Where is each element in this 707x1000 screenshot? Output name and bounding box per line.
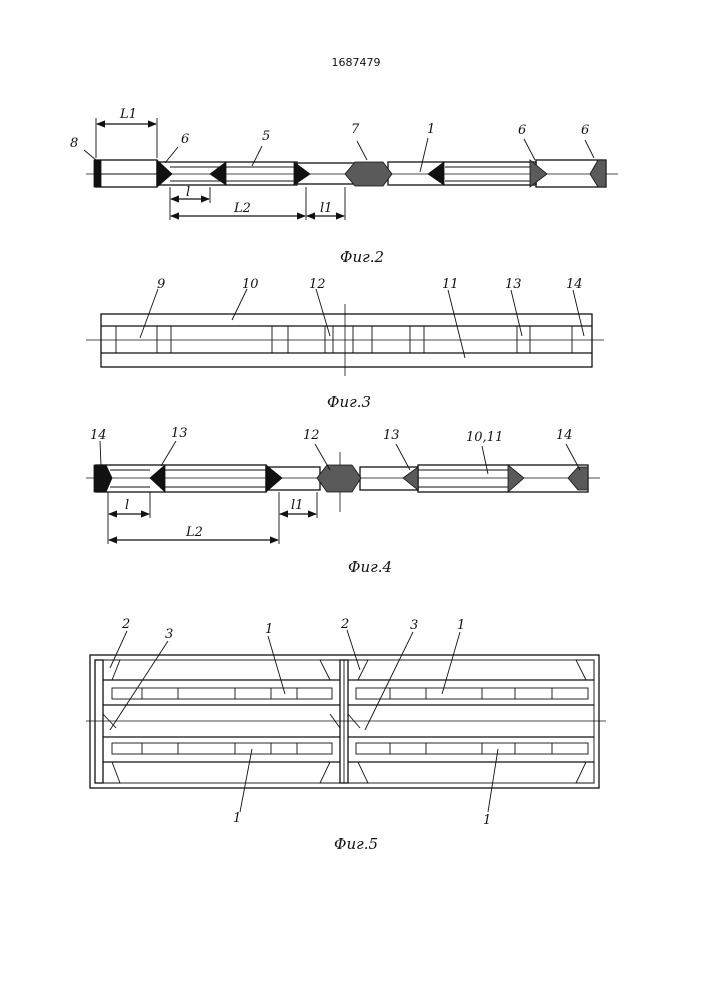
fig2-end-block-8 — [94, 160, 101, 187]
fig2-strip-segment-b — [157, 162, 297, 185]
fig2-dim-label-l1: l1 — [320, 201, 332, 216]
fig5-label-1a: 1 — [265, 622, 273, 637]
fig2-label-L1: L1 — [119, 107, 137, 122]
figure-4: 14 13 12 13 10,11 14 l L2 l1 Фиг.4 — [86, 426, 600, 576]
fig2-diamond-7 — [345, 162, 392, 186]
fig2-label-6b: 6 — [518, 123, 526, 138]
fig2-label-6c: 6 — [581, 123, 589, 138]
fig2-label-7: 7 — [351, 122, 360, 137]
fig2-label-5: 5 — [262, 129, 270, 144]
fig3-label-10: 10 — [242, 277, 259, 292]
fig5-label-1c: 1 — [233, 811, 241, 826]
fig4-wedge-mid — [508, 465, 524, 492]
fig2-wedge-6 — [157, 160, 172, 187]
fig5-outer-frame — [90, 655, 599, 788]
fig2-wedge-5 — [294, 162, 310, 185]
fig5-label-3a: 3 — [165, 627, 173, 642]
fig5-bar-top-right — [356, 688, 588, 699]
figure-2: 8 L1 6 5 7 1 6 6 l L2 l1 Фиг.2 — [70, 107, 618, 266]
fig4-wedge-14a — [94, 465, 112, 492]
fig2-dim-label-L2: L2 — [233, 201, 251, 216]
fig3-caption: Фиг.3 — [327, 393, 371, 411]
fig5-bar-top-left — [112, 688, 332, 699]
fig4-label-1011: 10,11 — [466, 430, 503, 445]
fig2-end-6c — [590, 160, 606, 187]
fig2-label-1: 1 — [427, 122, 435, 137]
fig5-bar-bottom-left — [112, 743, 332, 754]
fig4-end-14b — [568, 467, 588, 490]
fig3-label-11: 11 — [442, 277, 459, 292]
fig2-caption: Фиг.2 — [340, 248, 384, 266]
fig4-caption: Фиг.4 — [348, 558, 392, 576]
fig4-wedge-right — [266, 465, 282, 492]
fig2-label-8: 8 — [70, 136, 78, 151]
fig5-holder-right — [576, 660, 594, 680]
fig4-label-13a: 13 — [171, 426, 188, 441]
fig2-strip-segment-d — [388, 162, 536, 185]
fig2-label-6a: 6 — [181, 132, 189, 147]
figure-5: 2 3 1 2 3 1 1 1 Фиг.5 — [86, 617, 606, 853]
fig4-wedge-13b — [403, 467, 418, 490]
fig5-label-2a: 2 — [121, 617, 130, 632]
fig3-label-13: 13 — [505, 277, 522, 292]
fig2-dim-label-l: l — [186, 185, 190, 200]
fig5-bar-bottom-right — [356, 743, 588, 754]
fig5-label-1d: 1 — [483, 813, 491, 828]
fig2-wedge-left — [210, 162, 226, 185]
fig4-wedge-13a — [150, 465, 165, 492]
fig3-label-14: 14 — [566, 277, 583, 292]
fig5-label-2b: 2 — [340, 617, 349, 632]
fig4-label-12: 12 — [303, 428, 320, 443]
fig5-holder-2a — [103, 660, 120, 680]
fig5-label-3b: 3 — [410, 618, 418, 633]
fig4-dim-label-L2: L2 — [185, 525, 203, 540]
fig5-holder-mid-left — [320, 660, 340, 680]
fig4-label-13b: 13 — [383, 428, 400, 443]
fig3-label-12: 12 — [309, 277, 326, 292]
fig2-wedge-6b — [530, 160, 547, 187]
fig3-label-9: 9 — [157, 277, 165, 292]
fig4-dim-label-l1: l1 — [291, 498, 303, 513]
fig4-dim-label-l: l — [125, 498, 129, 513]
fig4-diamond-12 — [317, 465, 361, 492]
fig2-strip-segment-a — [96, 160, 157, 187]
fig4-strip-segment-d — [418, 465, 588, 492]
patent-number: 1687479 — [332, 56, 381, 69]
fig5-label-1b: 1 — [457, 618, 465, 633]
figure-3: 9 10 12 11 13 14 Фиг.3 — [86, 277, 604, 411]
fig2-wedge-1 — [428, 162, 444, 185]
fig5-caption: Фиг.5 — [334, 835, 378, 853]
fig4-label-14b: 14 — [556, 428, 573, 443]
fig4-strip-segment-a — [96, 465, 266, 492]
fig4-label-14a: 14 — [90, 428, 107, 443]
